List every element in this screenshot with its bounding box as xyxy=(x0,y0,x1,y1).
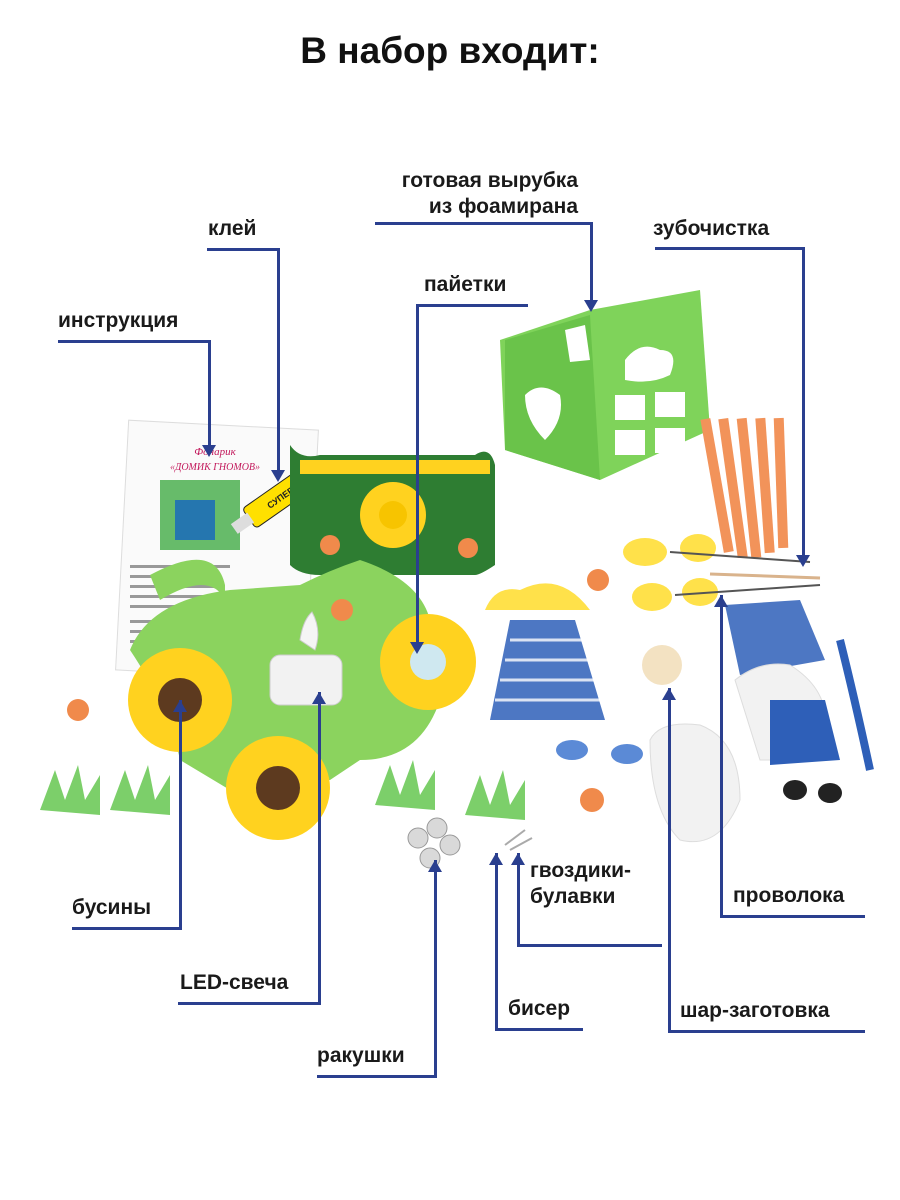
label-sequins: пайетки xyxy=(424,273,507,296)
kit-photo: Фонарик «ДОМИК ГНОМОВ» СУПЕРКЛЕЙ xyxy=(40,290,874,869)
shells xyxy=(407,817,461,869)
label-pins-line2: булавки xyxy=(530,885,616,908)
foam-house xyxy=(500,290,710,480)
label-glue: клей xyxy=(208,217,257,240)
label-ball-blank: шар-заготовка xyxy=(680,999,830,1022)
label-wire: проволока xyxy=(733,884,845,907)
sunflower-right xyxy=(380,614,476,710)
label-toothpick: зубочистка xyxy=(653,217,770,240)
label-pins: гвоздики- булавки xyxy=(530,858,670,910)
label-led-candle: LED-свеча xyxy=(180,971,289,994)
label-ready-cut: готовая вырубка из фоамирана xyxy=(360,168,578,220)
label-pins-line1: гвоздики- xyxy=(530,859,632,882)
label-beads-big: бусины xyxy=(72,896,152,919)
label-instruction: инструкция xyxy=(58,309,179,332)
label-shells: ракушки xyxy=(317,1044,405,1067)
label-ready-cut-line1: готовая вырубка xyxy=(401,169,578,192)
ball-blank xyxy=(642,645,682,685)
label-seed-beads: бисер xyxy=(508,997,571,1020)
label-ready-cut-line2: из фоамирана xyxy=(428,195,578,218)
page-title: В набор входит: xyxy=(300,30,600,71)
instruction-subheading: «ДОМИК ГНОМОВ» xyxy=(170,462,260,473)
plaque-flower xyxy=(360,482,426,548)
sunflower-bottom xyxy=(226,736,330,840)
